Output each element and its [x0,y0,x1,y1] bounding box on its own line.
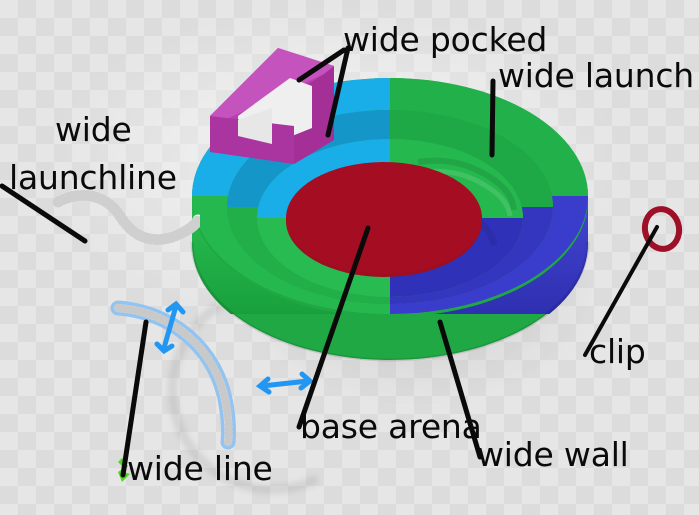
label-base-arena: base arena [300,407,482,446]
label-wide-launch: wide launch [498,56,694,95]
handle-opening-front [238,108,272,144]
pocket-groove-highlight [423,168,513,217]
wide-line-part[interactable] [110,296,270,456]
wide-line-ribs [114,304,233,446]
label-clip: clip [589,332,646,371]
label-wide-pocked: wide pocked [343,20,548,59]
label-launchline: launchline [9,158,177,197]
pocket-groove [417,157,517,211]
label-wide-wall: wide wall [477,435,629,474]
handle-front-face [210,116,294,164]
handle-frame[interactable] [210,48,334,164]
launchline-ribs [52,189,200,246]
wide-launchline-part[interactable] [40,188,200,288]
base-arena-disc-top[interactable] [286,162,482,274]
label-wide-line: wide line [127,449,273,488]
label-wide: wide [55,110,132,149]
